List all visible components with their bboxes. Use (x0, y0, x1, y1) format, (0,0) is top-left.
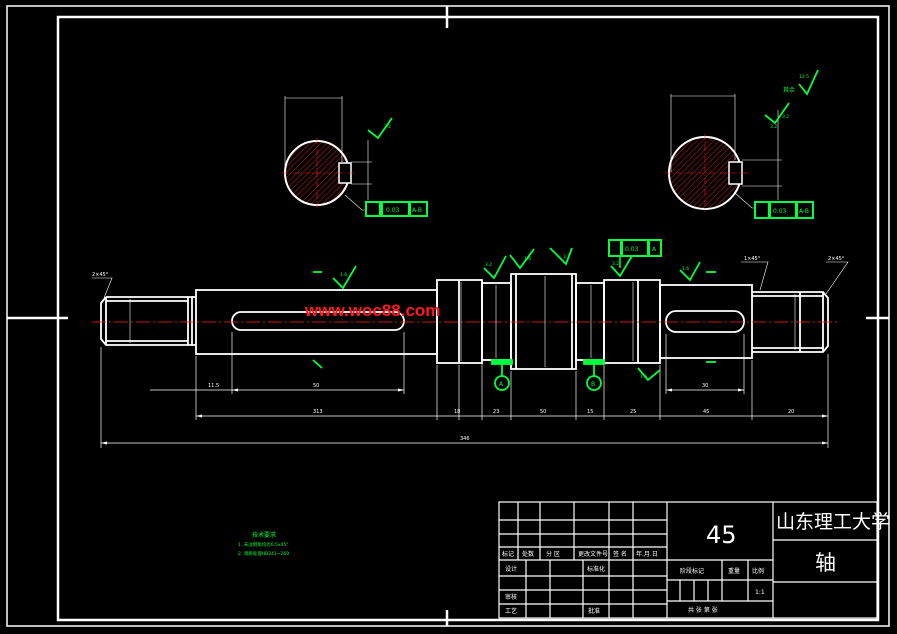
roughness-r8: 3.2 (563, 254, 570, 260)
chamfer-leaders (92, 261, 849, 299)
datum-markers (491, 359, 605, 391)
dim-50: 50 (540, 409, 546, 415)
label-signature: 签 名 (613, 550, 627, 558)
roughness-r7: 1.6 (640, 374, 647, 380)
label-process: 工艺 (505, 607, 517, 615)
tol-main-value: 0.03 (625, 246, 639, 253)
shaft-outline (100, 273, 829, 370)
material-text: 45 (706, 521, 737, 549)
dim-45: 45 (703, 409, 709, 415)
tech-notes-title: 技术要求 (252, 531, 276, 539)
roughness-r4: 1.6 (524, 256, 531, 262)
label-sheet: 共 张 第 张 (688, 606, 718, 614)
tol-left-value: 0.03 (386, 207, 400, 214)
tolerance-frame-main (608, 239, 662, 268)
dim-total: 346 (460, 436, 470, 442)
dim-25: 25 (630, 409, 636, 415)
label-approve: 批准 (588, 607, 600, 615)
roughness-r5: 3.2 (612, 261, 619, 267)
dim-18: 18 (454, 409, 460, 415)
label-scale: 比例 (752, 567, 764, 575)
tech-notes-line-2: 2. 调质处理HB241~269 (238, 550, 289, 557)
section-view-right (665, 94, 782, 212)
roughness-r10: 3.2 (770, 124, 777, 130)
label-change-doc: 更改文件号 (578, 550, 608, 558)
tolerance-frame-left (365, 201, 428, 217)
chamfer-right: 2×45° (828, 256, 845, 262)
dim-key1-offset: 11.5 (208, 383, 219, 389)
dim-20: 20 (788, 409, 794, 415)
keyway-left (231, 311, 405, 331)
chamfer-mid: 1×45° (744, 256, 761, 262)
label-mark: 标记 (502, 550, 514, 558)
dim-23: 23 (493, 409, 499, 415)
label-zone: 分 区 (546, 550, 560, 558)
tech-notes-line-1: 1. 未注倒角均为0.5x45° (238, 541, 289, 548)
roughness-r6: 1.6 (682, 266, 689, 272)
inner-frame (56, 15, 880, 622)
keyways (231, 310, 745, 333)
tol-left-ref: A-B (412, 207, 422, 214)
roughness-r9: 3.2 (782, 114, 789, 120)
dim-313: 313 (313, 409, 323, 415)
roughness-corner-value: 12.5 (799, 74, 809, 80)
roughness-r2: 1.6 (340, 272, 347, 278)
roughness-r1: 3.2 (384, 124, 391, 130)
label-review: 审核 (505, 593, 517, 601)
part-name: 轴 (815, 551, 836, 575)
watermark-text: www.woc88.com (304, 301, 440, 320)
roughness-symbols (312, 69, 819, 382)
chamfer-left: 2×45° (92, 272, 109, 278)
scale-value: 1:1 (755, 589, 765, 596)
datum-a: A (499, 381, 504, 388)
school-name: 山东理工大学 (776, 511, 890, 533)
centering-marks (7, 6, 889, 626)
dim-15: 15 (587, 409, 593, 415)
tolerance-frame-right (754, 201, 814, 219)
datum-b: B (591, 381, 595, 388)
roughness-corner-label: 其余 (783, 86, 795, 94)
tol-right-ref: A-B (799, 208, 809, 215)
title-block (498, 501, 878, 619)
outer-frame (6, 5, 890, 627)
tol-main-ref: A (652, 246, 657, 253)
label-design: 设计 (505, 565, 517, 573)
diameter-marks (129, 276, 796, 367)
dim-key1-length: 50 (313, 383, 319, 389)
roughness-r3: 3.2 (485, 262, 492, 268)
section-view-left (282, 96, 372, 211)
dim-key2-length: 30 (702, 383, 708, 389)
dimension-arrows (101, 388, 828, 445)
dimension-lines (100, 332, 829, 448)
label-weight: 重量 (728, 567, 740, 575)
tol-right-value: 0.03 (773, 208, 787, 215)
label-stage: 阶段标记 (680, 567, 704, 575)
label-standardize: 标准化 (587, 565, 605, 573)
label-count: 处数 (522, 550, 534, 558)
label-date: 年.月.日 (636, 550, 658, 558)
keyway-right (665, 310, 745, 333)
